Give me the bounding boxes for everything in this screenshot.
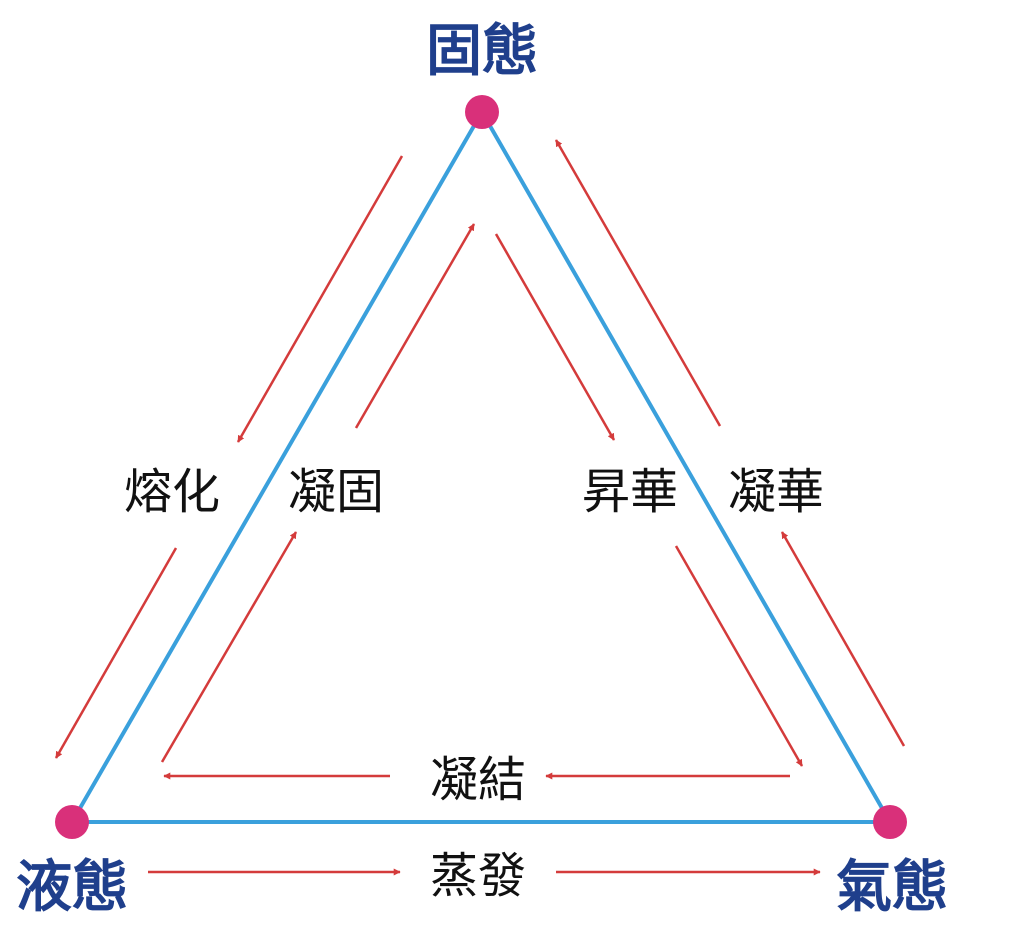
arrow-sublimation-lower — [674, 545, 804, 767]
edge-solid-gas — [480, 111, 892, 823]
arrow-freezing-upper — [354, 223, 476, 429]
triangle-edges — [70, 110, 892, 824]
process-labels: 熔化 凝固 昇華 凝華 凝結 蒸發 — [124, 464, 824, 904]
process-freezing-label: 凝固 — [288, 464, 384, 520]
arrow-freezing-lower — [160, 531, 298, 763]
process-deposition-label: 凝華 — [728, 464, 824, 520]
state-gas-label: 氣態 — [836, 855, 948, 920]
arrow-melting-lower — [54, 547, 178, 759]
state-nodes — [55, 95, 907, 839]
node-gas — [873, 805, 907, 839]
process-evaporation-label: 蒸發 — [430, 848, 526, 904]
state-solid-label: 固態 — [426, 19, 538, 84]
process-arrows — [54, 139, 906, 876]
state-liquid-label: 液態 — [16, 855, 128, 920]
process-sublimation-label: 昇華 — [582, 464, 678, 520]
process-melting-label: 熔化 — [124, 464, 220, 520]
arrow-deposition-upper — [554, 139, 722, 427]
process-condensation-label: 凝結 — [430, 752, 526, 808]
edge-solid-liquid — [70, 110, 484, 824]
node-solid — [465, 95, 499, 129]
arrow-deposition-lower — [780, 531, 906, 747]
arrow-melting-upper — [236, 155, 404, 443]
node-liquid — [55, 805, 89, 839]
state-labels: 固態 液態 氣態 — [16, 19, 948, 920]
arrow-sublimation-upper — [494, 233, 616, 441]
